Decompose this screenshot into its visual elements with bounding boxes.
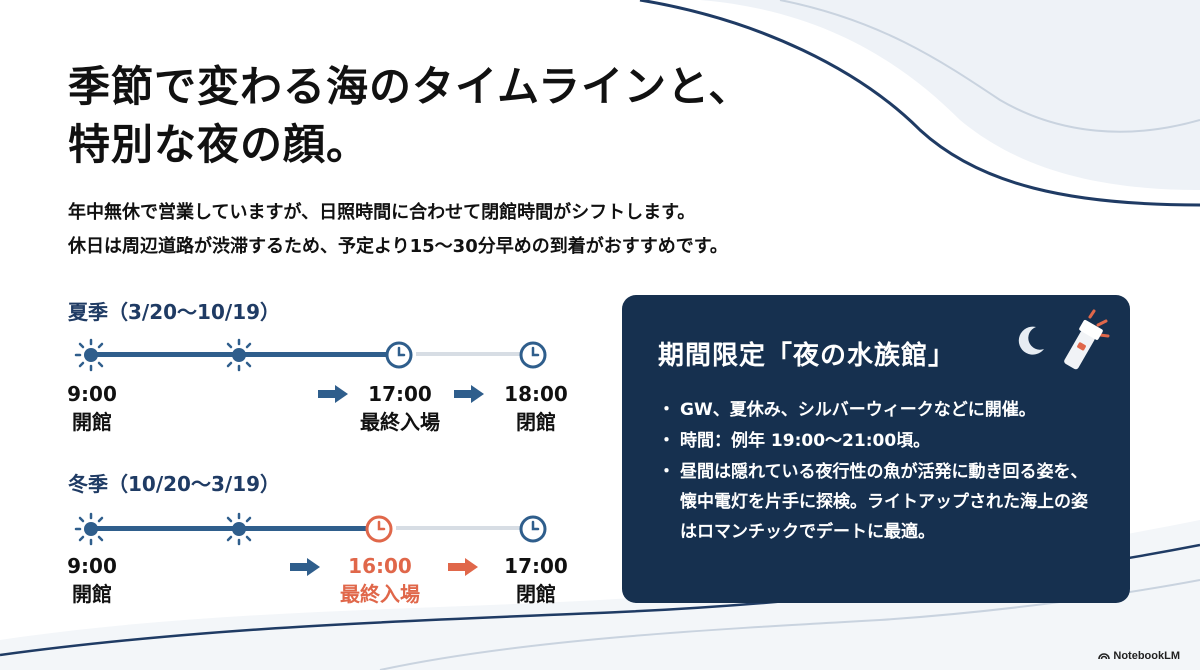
notebooklm-watermark: NotebookLM [1098,650,1180,662]
intro-line-2: 休日は周辺道路が渋滞するため、予定より15〜30分早めの到着がおすすめです。 [68,236,728,257]
summer-timeline [70,334,550,374]
winter-last-entry: 16:00 最終入場 [330,552,430,608]
clock-icon [519,341,547,369]
winter-open: 9:00 開館 [62,552,122,608]
winter-last-entry-label: 最終入場 [340,582,420,606]
timeline-track [396,526,526,530]
summer-open-label: 開館 [72,410,112,434]
timeline-progress-bar [94,352,400,357]
summer-heading: 夏季（3/20〜10/19） [68,300,281,324]
brand-text: NotebookLM [1113,650,1180,662]
arrow-right-icon [448,558,478,576]
summer-open: 9:00 開館 [62,380,122,436]
timeline-track [416,352,526,356]
summer-close-time: 18:00 [504,382,568,406]
summer-last-entry-label: 最終入場 [360,410,440,434]
intro-line-1: 年中無休で営業していますが、日照時間に合わせて閉館時間がシフトします。 [68,202,696,223]
card-bullet-3: 昼間は隠れている夜行性の魚が活発に動き回る姿を、懐中電灯を片手に探検。ライトアッ… [658,457,1100,547]
title-line-2: 特別な夜の顔。 [68,120,370,169]
clock-icon [385,341,413,369]
flashlight-icon [1064,309,1110,370]
title-line-1: 季節で変わる海のタイムラインと、 [68,62,752,111]
summer-open-time: 9:00 [67,382,117,406]
winter-open-time: 9:00 [67,554,117,578]
winter-heading: 冬季（10/20〜3/19） [68,472,281,496]
winter-open-label: 開館 [72,582,112,606]
notebooklm-logo-icon [1098,653,1111,660]
summer-last-entry: 17:00 最終入場 [350,380,450,436]
sun-icon [222,512,256,546]
summer-last-entry-time: 17:00 [368,382,432,406]
winter-last-entry-time: 16:00 [348,554,412,578]
sun-icon [222,338,256,372]
clock-icon [365,515,393,543]
winter-close-time: 17:00 [504,554,568,578]
moon-icon [1018,326,1044,355]
arrow-right-icon [290,558,320,576]
winter-close-label: 閉館 [516,582,556,606]
clock-icon [519,515,547,543]
arrow-right-icon [454,385,484,403]
winter-close: 17:00 閉館 [496,552,576,608]
sun-icon [74,338,108,372]
arrow-right-icon [318,385,348,403]
intro-text: 年中無休で営業していますが、日照時間に合わせて閉館時間がシフトします。 休日は周… [68,196,728,264]
card-bullet-2: 時間：例年 19:00〜21:00頃。 [658,426,1100,456]
card-bullet-list: GW、夏休み、シルバーウィークなどに開催。 時間：例年 19:00〜21:00頃… [658,395,1100,548]
night-aquarium-card: 期間限定「夜の水族館」 GW、夏休み、シルバーウィークなどに開催。 時間：例年 … [622,295,1130,603]
summer-close: 18:00 閉館 [496,380,576,436]
card-title: 期間限定「夜の水族館」 [658,341,956,371]
winter-timeline [70,508,550,548]
page-title: 季節で変わる海のタイムラインと、 特別な夜の顔。 [68,58,751,174]
summer-close-label: 閉館 [516,410,556,434]
sun-icon [74,512,108,546]
card-bullet-1: GW、夏休み、シルバーウィークなどに開催。 [658,395,1100,425]
